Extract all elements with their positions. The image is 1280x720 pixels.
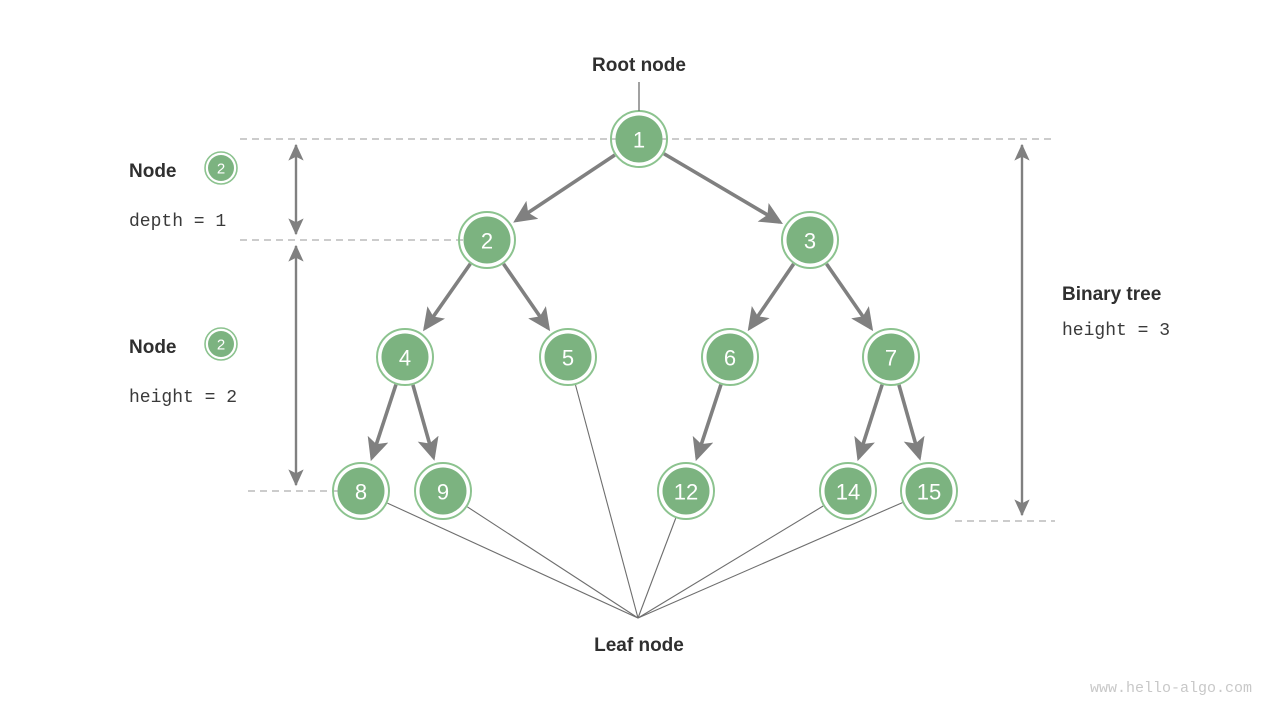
badge-circle <box>208 155 234 181</box>
leaf-node-label: Leaf node <box>594 635 684 656</box>
node-ring <box>862 328 920 386</box>
leaf-leader-line <box>637 517 677 619</box>
leaf-leader-line <box>467 506 639 619</box>
node-circle <box>544 333 592 381</box>
tree-edge <box>825 262 874 332</box>
binary-tree-height-value: height = 3 <box>1062 321 1170 341</box>
node-ring <box>819 462 877 520</box>
tree-node-12[interactable]: 12 <box>657 462 715 520</box>
tree-node-1[interactable]: 1 <box>610 110 668 168</box>
tree-node-8[interactable]: 8 <box>332 462 390 520</box>
tree-node-5[interactable]: 5 <box>539 328 597 386</box>
node-value: 7 <box>885 346 897 371</box>
node-value: 12 <box>674 480 698 505</box>
node-depth-annotation: Node 2 depth = 1 <box>129 151 238 232</box>
node-height-badge: 2 <box>204 327 238 361</box>
tree-node-15[interactable]: 15 <box>900 462 958 520</box>
node-circle <box>706 333 754 381</box>
root-callout: Root node <box>592 55 686 111</box>
tree-node-6[interactable]: 6 <box>701 328 759 386</box>
tree-edge <box>411 384 439 461</box>
node-circle <box>867 333 915 381</box>
tree-node-9[interactable]: 9 <box>414 462 472 520</box>
tree-edge <box>663 152 783 225</box>
node-ring <box>900 462 958 520</box>
dimension-arrows-group <box>288 143 1030 517</box>
root-node-label: Root node <box>592 55 686 76</box>
node-value: 2 <box>481 229 493 254</box>
leaf-leader-line <box>637 505 824 619</box>
node-circle <box>786 216 834 264</box>
leaf-callout: Leaf node <box>594 635 684 656</box>
node-circle <box>381 333 429 381</box>
leaf-leader-line <box>637 502 903 619</box>
tree-edge <box>502 262 551 332</box>
tree-edge <box>692 383 723 462</box>
tree-node-2[interactable]: 2 <box>458 211 516 269</box>
tree-edges-group <box>367 152 925 462</box>
badge-circle <box>208 331 234 357</box>
badge-ring <box>204 151 238 185</box>
node-value: 15 <box>917 480 941 505</box>
binary-tree-title: Binary tree <box>1062 284 1161 305</box>
node-circle <box>419 467 467 515</box>
tree-edge <box>513 153 616 223</box>
tree-node-4[interactable]: 4 <box>376 328 434 386</box>
node-depth-value: depth = 1 <box>129 212 226 232</box>
node-circle <box>615 115 663 163</box>
tree-edge <box>367 383 398 462</box>
node-depth-badge: 2 <box>204 151 238 185</box>
node-circle <box>905 467 953 515</box>
tree-node-7[interactable]: 7 <box>862 328 920 386</box>
tree-edge <box>423 262 472 332</box>
guide-lines-group <box>240 138 1055 522</box>
node-ring <box>376 328 434 386</box>
node-value: 1 <box>633 128 645 153</box>
tree-edge <box>897 384 925 461</box>
badge-value: 2 <box>217 161 225 178</box>
node-value: 4 <box>399 346 411 371</box>
node-depth-title: Node <box>129 161 177 182</box>
tree-height-annotation: Binary tree height = 3 <box>1062 284 1170 341</box>
node-height-value: height = 2 <box>129 388 237 408</box>
node-ring <box>414 462 472 520</box>
node-circle <box>824 467 872 515</box>
node-height-annotation: Node 2 height = 2 <box>129 327 238 408</box>
node-ring <box>781 211 839 269</box>
node-value: 14 <box>836 480 860 505</box>
node-circle <box>662 467 710 515</box>
node-value: 9 <box>437 480 449 505</box>
node-circle <box>337 467 385 515</box>
node-ring <box>332 462 390 520</box>
node-ring <box>458 211 516 269</box>
leaf-leader-lines-group <box>387 384 903 619</box>
leaf-leader-line <box>387 502 639 619</box>
badge-ring <box>204 327 238 361</box>
tree-edge <box>747 262 796 332</box>
node-value: 5 <box>562 346 574 371</box>
node-value: 3 <box>804 229 816 254</box>
leaf-leader-line <box>574 384 639 619</box>
node-ring <box>657 462 715 520</box>
tree-node-3[interactable]: 3 <box>781 211 839 269</box>
tree-node-14[interactable]: 14 <box>819 462 877 520</box>
node-circle <box>463 216 511 264</box>
node-value: 6 <box>724 346 736 371</box>
node-ring <box>539 328 597 386</box>
node-ring <box>701 328 759 386</box>
node-height-title: Node <box>129 337 177 358</box>
tree-edge <box>854 384 884 462</box>
watermark-text: www.hello-algo.com <box>1090 680 1252 697</box>
badge-value: 2 <box>217 337 225 354</box>
node-value: 8 <box>355 480 367 505</box>
